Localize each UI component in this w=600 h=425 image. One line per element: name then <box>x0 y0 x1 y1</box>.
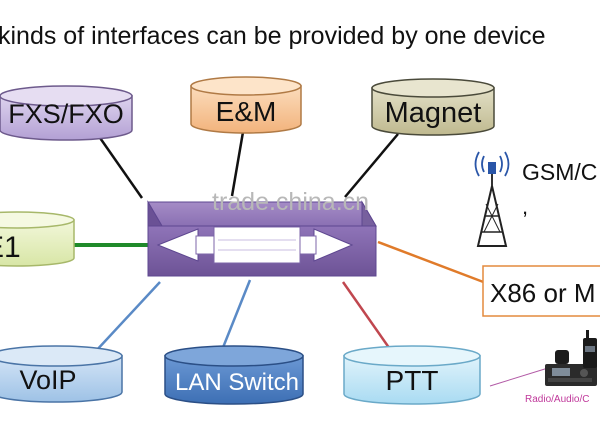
node-magnet-label: Magnet <box>385 97 482 129</box>
node-ptt-label: PTT <box>386 365 439 396</box>
node-x86-label: X86 or M <box>490 278 596 308</box>
radio-device-icon <box>545 350 597 386</box>
link-radio <box>489 367 549 387</box>
connection-lines <box>72 131 549 387</box>
diagram-title: kinds of interfaces can be provided by o… <box>0 22 546 50</box>
tower-antenna-icon <box>474 151 510 247</box>
link-ptt <box>341 281 394 353</box>
node-radio-label: Radio/Audio/C <box>525 394 589 405</box>
node-fxs-fxo-label: FXS/FXO <box>8 99 124 129</box>
node-em-label: E&M <box>216 96 277 127</box>
gsm-comma: , <box>522 194 528 219</box>
node-lan-switch: LAN Switch <box>164 345 304 405</box>
link-em <box>230 131 245 197</box>
link-fxs-fxo <box>96 134 144 199</box>
link-lan <box>220 279 252 351</box>
node-e1-label: E1 <box>0 231 21 264</box>
node-voip-label: VoIP <box>19 365 76 395</box>
node-e1: E1 <box>0 211 75 267</box>
node-gsm-label: GSM/C <box>522 159 597 185</box>
link-voip <box>94 281 161 353</box>
central-device <box>147 200 377 277</box>
node-fxs-fxo: FXS/FXO <box>0 85 133 141</box>
node-ptt: PTT <box>343 345 481 405</box>
bidirectional-arrow-icon <box>156 226 354 264</box>
node-magnet: Magnet <box>371 78 495 136</box>
walkie-talkie-icon <box>583 330 597 368</box>
link-x86 <box>377 240 487 285</box>
node-x86: X86 or M <box>482 265 600 317</box>
watermark-text: trade.china.cn <box>212 188 369 216</box>
link-magnet <box>344 133 399 198</box>
node-em: E&M <box>190 76 302 134</box>
node-lan-switch-label: LAN Switch <box>175 369 299 396</box>
node-voip: VoIP <box>0 345 123 403</box>
